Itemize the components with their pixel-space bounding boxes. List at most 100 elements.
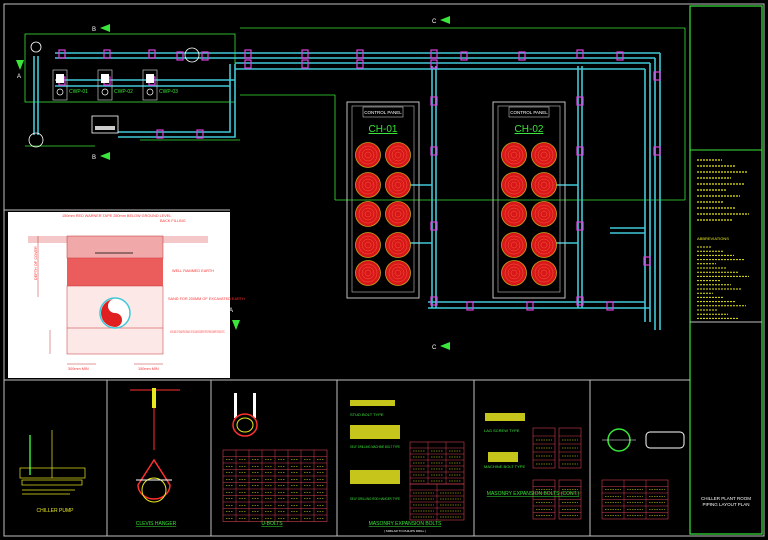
svg-text:A: A [17, 74, 21, 80]
sheet-border [3, 3, 765, 537]
pump-detail [19, 430, 86, 495]
pump-tag: CWP-03 [159, 89, 178, 95]
bolt-type-label: LAG SCREW TYPE [484, 428, 520, 433]
detail-title: MASONRY EXPANSION BOLTS (CONT.) [487, 491, 580, 497]
strainer-icon [30, 41, 42, 53]
condenser-fan-icon [501, 172, 527, 198]
flange-icon [643, 256, 651, 266]
condenser-fan-icon [501, 201, 527, 227]
flange-icon [430, 59, 438, 69]
bolt-drawings [350, 400, 525, 484]
condenser-fan-icon [385, 172, 411, 198]
condenser-fan-icon [385, 142, 411, 168]
valve-icon [184, 47, 200, 63]
flange-icon [301, 59, 309, 69]
dimension-table [532, 427, 556, 469]
pump-tag: CWP-01 [69, 89, 88, 95]
detail-dividers [106, 380, 591, 536]
condenser-fan-icon [531, 142, 557, 168]
drawing-title: CHILLER PLANT ROOM [701, 496, 751, 501]
dimension-table [558, 427, 582, 469]
svg-text:C: C [432, 19, 437, 25]
u-bolt-detail [232, 393, 258, 437]
pump-tag: CWP-02 [114, 89, 133, 95]
condenser-fan-icon [531, 260, 557, 286]
detail-tables [222, 427, 669, 522]
expansion-tank-icon [28, 132, 44, 148]
svg-text:B: B [92, 155, 96, 161]
pump-room-frame [24, 27, 686, 201]
flange-icon [430, 96, 438, 106]
chiller-tag: CH-02 [515, 124, 544, 135]
bolt-type-label: MACHINE BOLT TYPE [484, 464, 525, 469]
detail-title: CHILLER PUMP [37, 508, 75, 514]
drawing-subtitle: PIPING LAYOUT PLAN [702, 502, 749, 507]
flange-icon [430, 49, 438, 59]
pipe-symbols [602, 428, 685, 452]
flange-icon [466, 301, 474, 311]
flange-icon [201, 51, 209, 61]
chiller-ch-02[interactable]: CONTROL PANEL CH-02 [492, 101, 566, 299]
detail-title: CLEVIS HANGER [136, 521, 177, 527]
svg-text:B: B [92, 27, 96, 33]
condenser-fan-icon [355, 172, 381, 198]
rammed-earth-label: WELL RAMMED EARTH [172, 269, 214, 273]
pumps: CWP-01 CWP-02 CWP-03 [52, 69, 178, 101]
flange-icon [148, 49, 156, 59]
flange-icon [616, 51, 624, 61]
condenser-fan-icon [355, 232, 381, 258]
bolt-type-label: STUD BOLT TYPE [350, 412, 384, 417]
min-right-dim: 150mm MIN [138, 367, 159, 371]
condenser-fan-icon [385, 201, 411, 227]
detail-subtitle: ( SIMILAR TO PHILIPS DRILL ) [384, 529, 426, 533]
flange-icon [576, 96, 584, 106]
chiller-fans [355, 142, 557, 286]
condenser-fan-icon [355, 260, 381, 286]
pump-cwp[interactable]: CWP-01 [52, 69, 88, 101]
dimension-table [409, 483, 465, 521]
clevis-hanger-detail [130, 388, 180, 503]
dimension-table [409, 441, 465, 485]
condenser-fan-icon [355, 142, 381, 168]
flange-icon [576, 146, 584, 156]
condenser-fan-icon [355, 201, 381, 227]
flange-icon [460, 51, 468, 61]
dimension-table [222, 449, 328, 522]
min-left-dim: 300mm MIN [68, 367, 89, 371]
flange-icon [576, 296, 584, 306]
condenser-fan-icon [385, 232, 411, 258]
dimension-table [532, 479, 556, 520]
pump-cwp[interactable]: CWP-02 [97, 69, 133, 101]
water-treatment-unit [91, 115, 119, 134]
sand-bed-label: LEVEL BED OF SAND PEA GRAVEL OF EXCAVATE… [170, 330, 225, 334]
flange-icon [156, 129, 164, 139]
bolt-type-label: SELF DRILLING ROD HANGER TYPE [350, 496, 400, 501]
condenser-fan-icon [501, 142, 527, 168]
flange-icon [196, 129, 204, 139]
flange-icon [244, 59, 252, 69]
flange-icon [356, 49, 364, 59]
general-notes [697, 159, 749, 319]
condenser-fan-icon [531, 172, 557, 198]
detail-title: MASONRY EXPANSION BOLTS [369, 521, 442, 527]
condenser-fan-icon [385, 260, 411, 286]
sand-label: SAND FOR 200MM OF EXCAVATED EARTH [168, 297, 245, 301]
flange-icon [606, 301, 614, 311]
flange-icon [301, 49, 309, 59]
flange-icon [356, 59, 364, 69]
flange-icon [518, 51, 526, 61]
svg-text:A: A [229, 308, 233, 314]
flange-icon [526, 301, 534, 311]
chiller-ch-01[interactable]: CONTROL PANEL CH-01 [346, 101, 420, 299]
flange-icon [430, 146, 438, 156]
depth-of-cover-dim: DEPTH OF COVER [34, 246, 38, 280]
back-filling-label: BACK FILLING [160, 219, 186, 223]
title-block: CHILLER PLANT ROOM PIPING LAYOUT PLAN [701, 496, 751, 507]
control-panel-label: CONTROL PANEL [364, 110, 402, 115]
pump-cwp[interactable]: CWP-03 [142, 69, 178, 101]
dimension-table [601, 479, 669, 520]
dimension-table [558, 479, 582, 520]
control-panel-label: CONTROL PANEL [510, 110, 548, 115]
bolt-type-label: SELF DRILLING MACHINE BOLT TYPE [350, 444, 400, 449]
